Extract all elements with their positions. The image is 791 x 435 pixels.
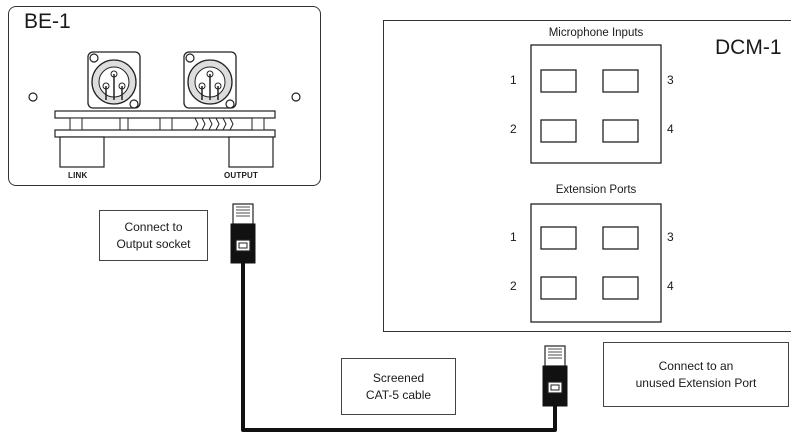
callout-output-socket-line-1: Connect to [124, 219, 183, 234]
be1-mounting-hole-left [28, 92, 38, 102]
ext-port-number-4: 4 [667, 279, 674, 293]
extension-port-4 [602, 276, 639, 300]
cat5-cable [241, 262, 557, 432]
rj45-plug-be1 [230, 203, 256, 264]
extension-port-2 [540, 276, 577, 300]
mic-input-port-4 [602, 119, 639, 143]
be1-mounting-hole-right [291, 92, 301, 102]
ext-port-number-1: 1 [510, 230, 517, 244]
mic-port-number-1: 1 [510, 73, 517, 87]
callout-cable-line-1: Screened [372, 370, 425, 385]
extension-port-1 [540, 226, 577, 250]
mic-input-port-1 [540, 69, 577, 93]
extension-ports-title: Extension Ports [555, 184, 637, 196]
callout-extension-port-line-2: unused Extension Port [635, 375, 757, 390]
mic-inputs-block [530, 44, 662, 164]
be1-output-socket [228, 136, 274, 168]
dcm1-title: DCM-1 [715, 36, 782, 59]
callout-extension-port-line-1: Connect to an [658, 358, 734, 373]
extension-ports-block [530, 203, 662, 323]
callout-output-socket-line-2: Output socket [116, 236, 191, 251]
callout-extension-port: Connect to an unused Extension Port [603, 342, 789, 407]
callout-cable: Screened CAT-5 cable [341, 358, 456, 415]
mic-inputs-title: Microphone Inputs [548, 27, 644, 39]
mic-port-number-3: 3 [667, 73, 674, 87]
mic-input-port-2 [540, 119, 577, 143]
mic-port-number-2: 2 [510, 122, 517, 136]
mic-input-port-3 [602, 69, 639, 93]
be1-xlr-connector-2 [183, 51, 237, 109]
be1-output-label: OUTPUT [224, 171, 259, 180]
callout-output-socket: Connect to Output socket [99, 210, 208, 261]
callout-cable-line-2: CAT-5 cable [365, 387, 432, 402]
be1-title: BE-1 [24, 10, 71, 33]
ext-port-number-2: 2 [510, 279, 517, 293]
rj45-plug-dcm1 [542, 345, 568, 407]
be1-circuit-boards [54, 110, 276, 138]
be1-xlr-connector-1 [87, 51, 141, 109]
be1-link-socket [59, 136, 105, 168]
extension-port-3 [602, 226, 639, 250]
be1-link-label: LINK [68, 171, 88, 180]
mic-port-number-4: 4 [667, 122, 674, 136]
ext-port-number-3: 3 [667, 230, 674, 244]
